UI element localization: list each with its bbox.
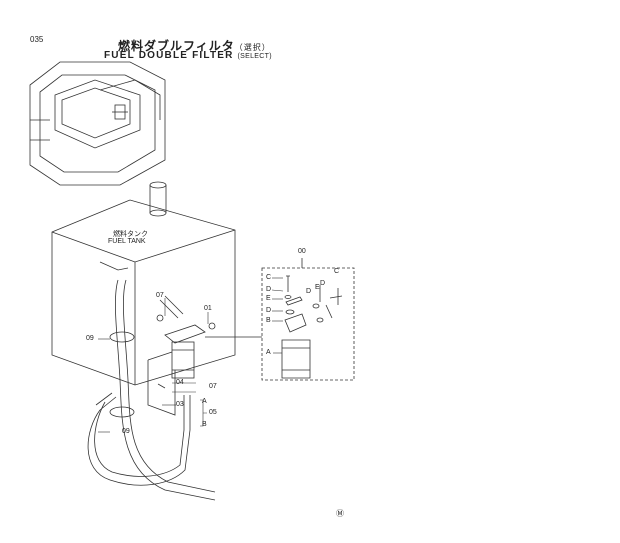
fuel-tank <box>51 181 236 386</box>
callout-07-upper: 07 <box>156 292 164 299</box>
engine-outline <box>29 61 166 186</box>
title-english: FUEL DOUBLE FILTER (SELECT) <box>104 50 272 61</box>
pipe-clamps <box>109 331 135 418</box>
page-number: 035 <box>30 35 44 44</box>
callout-09-lower: 09 <box>122 428 130 435</box>
title-english-main: FUEL DOUBLE FILTER <box>104 50 234 61</box>
callout-a: A <box>202 398 207 405</box>
callout-04: 04 <box>176 379 184 386</box>
callout-07-lower: 07 <box>209 383 217 390</box>
title-japanese-main: 燃料ダブルフィルタ <box>118 39 235 53</box>
fuel-tank-label-japanese: 燃料タンク <box>113 231 148 238</box>
fuel-tank-label-english: FUEL TANK <box>108 238 146 245</box>
detail-callout-a: A <box>266 349 271 356</box>
detail-callout-d-3: D <box>306 288 312 295</box>
filter-assembly <box>147 314 216 416</box>
detail-callout-e-1: E <box>266 295 271 302</box>
fuel-lines <box>87 279 216 501</box>
detail-parts <box>281 275 343 379</box>
title-english-select: (SELECT) <box>237 53 272 60</box>
corner-mark: Ⓜ <box>336 509 344 518</box>
detail-callout-d-2: D <box>320 280 326 287</box>
detail-box <box>261 267 355 381</box>
detail-callout-b: B <box>266 317 271 324</box>
callout-05: 05 <box>209 409 217 416</box>
detail-callout-c-left: C <box>266 274 272 281</box>
title-japanese: 燃料ダブルフィルタ（選択） <box>118 37 271 54</box>
callout-leaders <box>98 277 284 433</box>
detail-callout-e-2: E <box>315 284 320 291</box>
callout-b: B <box>202 421 207 428</box>
detail-callout-c-right: C <box>334 268 340 275</box>
detail-callout-d-1: D <box>266 286 272 293</box>
title-japanese-select: （選択） <box>234 43 271 52</box>
detail-callout-d-4: D <box>266 307 272 314</box>
callout-00: 00 <box>298 248 306 255</box>
callout-03: 03 <box>176 401 184 408</box>
callout-09-upper: 09 <box>86 335 94 342</box>
callout-01: 01 <box>204 305 212 312</box>
